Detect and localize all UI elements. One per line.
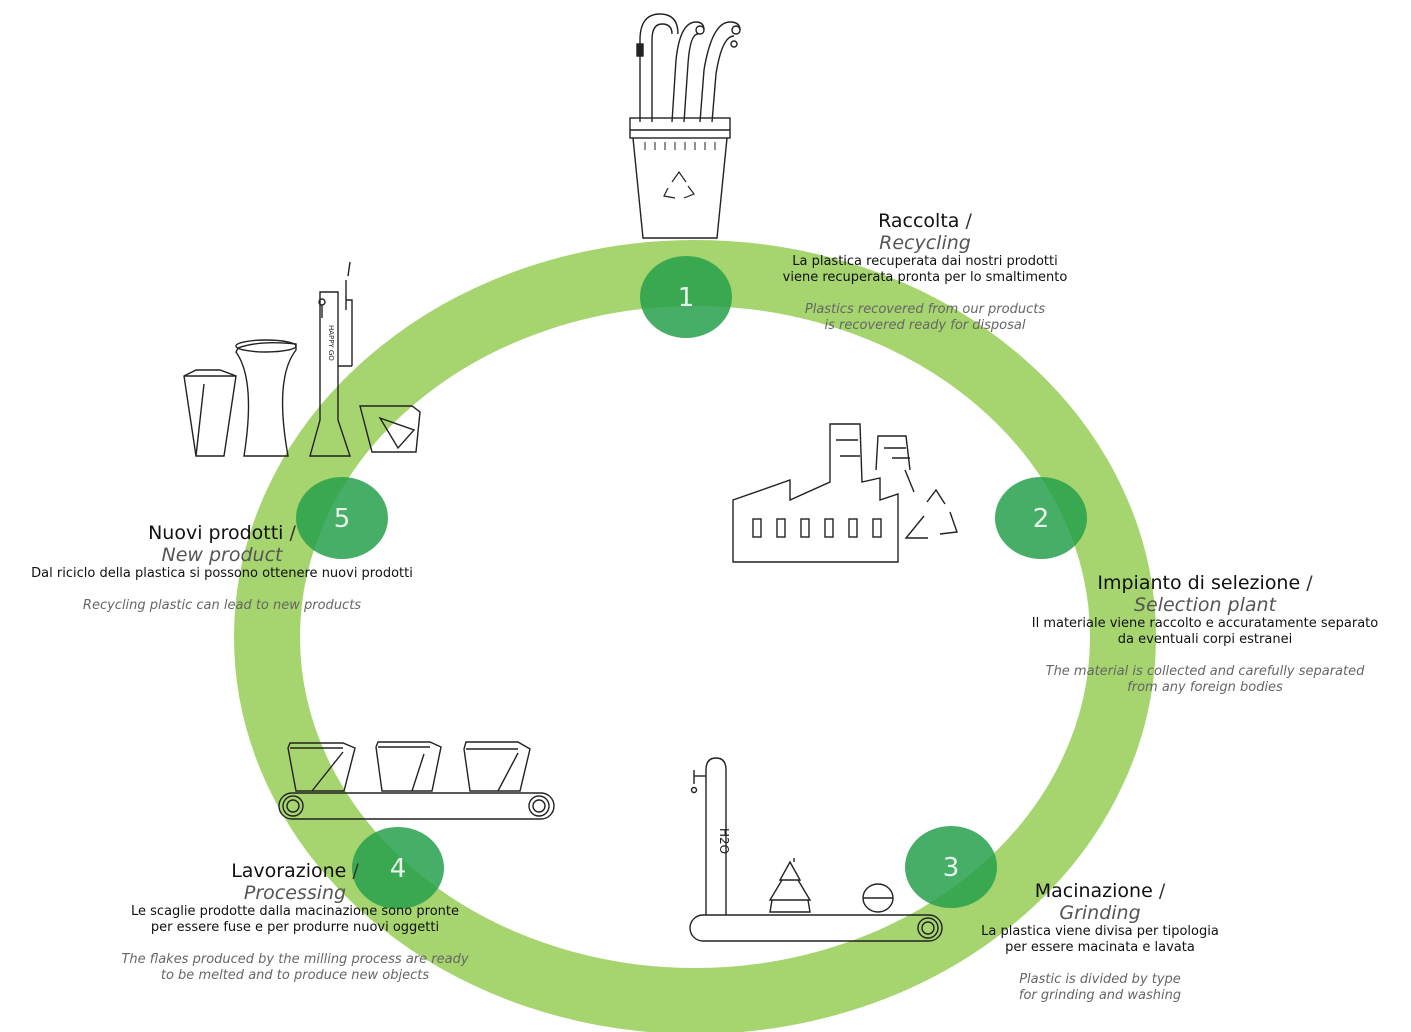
factory-recycle-icon [732,423,958,563]
step-text-it-2: per essere fuse e per produrre nuovi ogg… [150,920,440,935]
step-subtitle: Processing [243,882,347,904]
step-4-label: Lavorazione / Processing Le scaglie prod… [100,860,490,984]
step-title: Impianto di selezione / [1097,572,1313,594]
step-subtitle: Selection plant [1133,594,1277,616]
recycle-symbol-icon [904,488,958,539]
step-number: 2 [1033,504,1050,534]
step-subtitle: Recycling [879,232,971,254]
step-subtitle: New product [161,544,283,566]
step-text-en-2: for grinding and washing [1018,988,1182,1003]
step-circle [995,477,1087,559]
step-title: Nuovi prodotti / [148,522,296,544]
step-text-it-2: per essere macinata e lavata [1005,940,1195,955]
step-number: 4 [390,854,407,884]
step-text-it-1: La plastica recuperata dai nostri prodot… [792,254,1058,269]
step-marker-5: 5 [296,477,388,559]
step-circle [905,826,997,908]
recycle-symbol-icon [663,170,695,199]
step-text-it-1: La plastica viene divisa per tipologia [981,924,1219,939]
step-text-it-1: Le scaglie prodotte dalla macinazione so… [131,904,459,919]
step-circle [296,477,388,559]
step-marker-4: 4 [352,827,444,909]
step-text-it-1: Il materiale viene raccolto e accuratame… [1031,616,1379,631]
step-2-label: Impianto di selezione / Selection plant … [1005,572,1405,696]
step-number: 5 [334,504,351,534]
step-text-en-2: from any foreign bodies [1127,680,1283,695]
step-marker-2: 2 [995,477,1087,559]
step-text-en-1: The flakes produced by the milling proce… [121,952,469,967]
step-circle [352,827,444,909]
recycling-bin-with-pipes-icon [629,13,741,239]
step-marker-3: 3 [905,826,997,908]
step-text-en-1: Recycling plastic can lead to new produc… [82,598,362,613]
step-number: 1 [678,283,695,313]
step-text-en-2: to be melted and to produce new objects [160,968,430,983]
step-circle [640,256,732,338]
fountain-letters: H2O [717,828,731,854]
step-5-label: Nuovi prodotti / New product Dal riciclo… [4,522,440,614]
step-marker-1: 1 [640,256,732,338]
conveyor-processing-icon [278,741,555,820]
shower-letters: HAPPY GO [327,325,335,361]
step-text-it-2: viene recuperata pronta per lo smaltimen… [782,270,1068,285]
step-text-it-1: Dal riciclo della plastica si possono ot… [31,566,413,581]
step-text-en-2: is recovered ready for disposal [824,318,1026,333]
step-title: Macinazione / [1034,880,1166,902]
step-text-en-1: Plastics recovered from our products [804,302,1046,317]
step-1-label: Raccolta / Recycling La plastica recuper… [760,210,1090,334]
step-subtitle: Grinding [1059,902,1141,924]
step-number: 3 [943,853,960,883]
step-title: Raccolta / [878,210,972,232]
step-text-it-2: da eventuali corpi estranei [1117,632,1293,647]
step-title: Lavorazione / [231,860,359,882]
step-text-en-1: The material is collected and carefully … [1045,664,1365,679]
step-text-en-1: Plastic is divided by type [1019,972,1181,987]
new-products-icon: HAPPY GO [183,261,421,457]
conveyor-grinding-icon: H2O [689,757,943,942]
step-3-label: Macinazione / Grinding La plastica viene… [955,880,1245,1004]
